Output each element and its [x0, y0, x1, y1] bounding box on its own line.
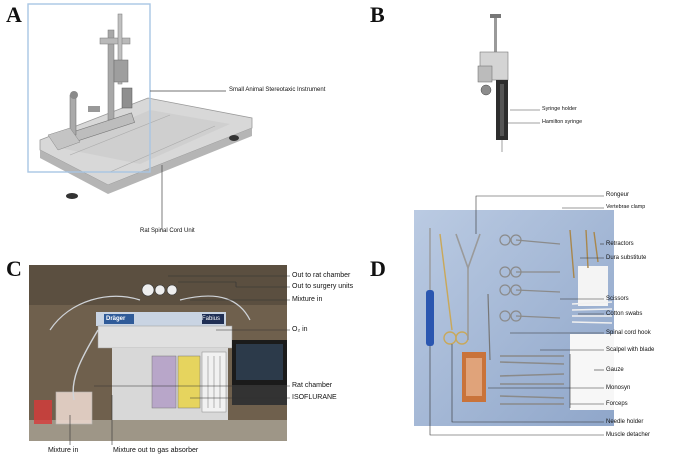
- panel-letter-b: B: [370, 2, 385, 27]
- label-dura-substitute: Dura substitute: [606, 255, 647, 261]
- brand-drager: Dräger: [106, 316, 126, 322]
- label-retractors: Retractors: [606, 241, 634, 247]
- label-scissors: Scissors: [606, 296, 629, 302]
- label-rat-spinal-cord-unit: Rat Spinal Cord Unit: [140, 228, 195, 234]
- label-muscle-detacher: Muscle detacher: [606, 432, 651, 438]
- panel-letter-a: A: [6, 2, 22, 27]
- label-scalpel-with-blade: Scalpel with blade: [606, 347, 655, 353]
- panel-letter-d: D: [370, 256, 386, 281]
- label-needle-holder: Needle holder: [606, 419, 644, 425]
- label-out-to-rat-chamber: Out to rat chamber: [292, 272, 351, 279]
- label-cotton-swabs: Cotton swabs: [606, 311, 643, 317]
- label-syringe-holder: Syringe holder: [542, 106, 577, 112]
- label-gauze: Gauze: [606, 367, 624, 373]
- label-mixture-in-bottom: Mixture in: [48, 447, 79, 454]
- label-mixture-in-top: Mixture in: [292, 296, 323, 303]
- label-spinal-cord-hook: Spinal cord hook: [606, 330, 651, 336]
- label-hamilton-syringe: Hamilton syringe: [542, 119, 583, 125]
- panel-letter-c: C: [6, 256, 22, 281]
- label-monosyn: Monosyn: [606, 385, 631, 391]
- label-vertebrae-clamp: Vertebrae clamp: [606, 204, 646, 210]
- label-rongeur: Rongeur: [606, 192, 630, 198]
- label-o2-in: O₂ in: [292, 326, 308, 333]
- label-rat-chamber: Rat chamber: [292, 382, 333, 389]
- label-isoflurane: ISOFLURANE: [292, 394, 337, 401]
- label-forceps: Forceps: [606, 401, 628, 407]
- label-stereotaxic-instrument: Small Animal Stereotaxic Instrument: [229, 87, 326, 93]
- label-out-to-surgery-units: Out to surgery units: [292, 283, 354, 290]
- brand-fabius: Fabius: [202, 316, 221, 322]
- label-mixture-out-to-gas-absorber: Mixture out to gas absorber: [113, 447, 199, 454]
